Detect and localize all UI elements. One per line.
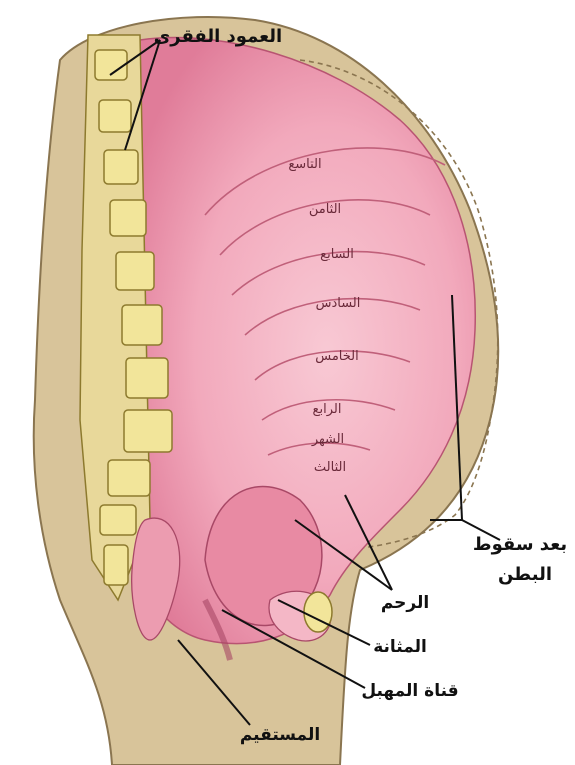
label-spine: العمود الفقرى xyxy=(154,26,282,47)
month-label-third: الثالث xyxy=(314,460,346,475)
month-label-sixth: السادس xyxy=(316,296,361,311)
vertebra xyxy=(110,200,146,236)
vertebra xyxy=(104,150,138,184)
vertebra xyxy=(116,252,154,290)
vertebra xyxy=(108,460,150,496)
month-label-fourth: الرابع xyxy=(313,402,342,417)
label-after-drop-2: البطن xyxy=(498,564,552,585)
month-label-word: الشهر xyxy=(311,432,344,447)
vertebra xyxy=(104,545,128,585)
vertebra xyxy=(99,100,131,132)
month-label-ninth: التاسع xyxy=(288,157,321,172)
label-after-drop-1: بعد سقوط xyxy=(473,534,567,555)
label-bladder: المثانة xyxy=(373,637,427,657)
label-uterus: الرحم xyxy=(381,593,429,613)
pubic-bone xyxy=(304,592,332,632)
month-label-seventh: السابع xyxy=(320,247,354,262)
label-rectum: المستقيم xyxy=(240,725,320,745)
vertebra xyxy=(126,358,168,398)
vertebra xyxy=(124,410,172,452)
label-cervical-canal: قناة المهبل xyxy=(361,681,458,701)
month-label-fifth: الخامس xyxy=(315,349,358,364)
month-label-eighth: الثامن xyxy=(309,202,341,217)
vertebra xyxy=(122,305,162,345)
vertebra xyxy=(100,505,136,535)
